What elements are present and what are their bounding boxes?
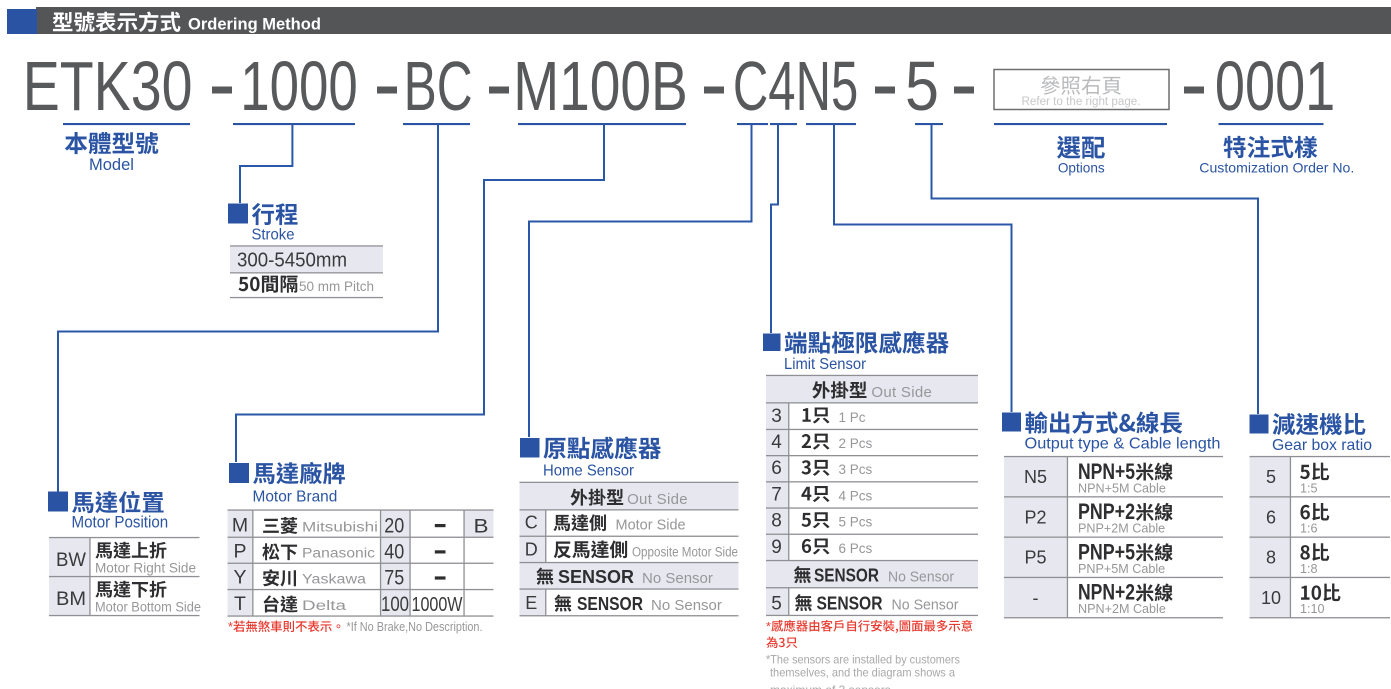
svg-text:4: 4: [771, 432, 782, 453]
svg-text:SENSOR: SENSOR: [814, 566, 879, 586]
svg-text:Y: Y: [233, 567, 246, 589]
svg-text:P2: P2: [1024, 507, 1046, 527]
svg-text:Motor Right Side: Motor Right Side: [95, 561, 196, 576]
svg-text:BM: BM: [56, 588, 86, 610]
svg-text:6: 6: [1266, 507, 1276, 527]
svg-text:100: 100: [381, 593, 409, 616]
svg-text:Output type & Cable length: Output type & Cable length: [1025, 436, 1221, 453]
svg-text:Customization Order No.: Customization Order No.: [1199, 160, 1354, 176]
svg-text:5: 5: [1266, 467, 1276, 487]
svg-text:No Sensor: No Sensor: [892, 597, 959, 614]
svg-text:PNP+2: PNP+2: [1078, 499, 1135, 524]
svg-text:20: 20: [384, 514, 404, 537]
svg-text:BC: BC: [404, 47, 473, 125]
svg-text:No Sensor: No Sensor: [642, 570, 713, 587]
svg-text:PNP+5M Cable: PNP+5M Cable: [1078, 562, 1165, 576]
svg-text:E: E: [525, 593, 537, 613]
svg-text:4 Pcs: 4 Pcs: [839, 488, 873, 503]
svg-text:Stroke: Stroke: [252, 227, 295, 244]
svg-text:Ordering Method: Ordering Method: [188, 16, 321, 34]
svg-text:1:6: 1:6: [1300, 522, 1318, 536]
svg-text:1000W: 1000W: [412, 594, 463, 616]
svg-text:5: 5: [771, 594, 782, 615]
svg-text:Model: Model: [89, 156, 134, 174]
svg-text:5: 5: [905, 47, 939, 125]
svg-text:maximum of 3 sensors: maximum of 3 sensors: [770, 683, 891, 689]
svg-text:Motor Side: Motor Side: [616, 518, 686, 534]
svg-text:Gear box ratio: Gear box ratio: [1272, 437, 1372, 454]
svg-text:75: 75: [384, 567, 404, 590]
svg-text:10: 10: [1261, 588, 1281, 608]
svg-text:Home Sensor: Home Sensor: [543, 463, 635, 480]
svg-text:1:10: 1:10: [1300, 602, 1325, 616]
svg-text:No Sensor: No Sensor: [888, 569, 954, 586]
svg-text:Out Side: Out Side: [871, 384, 932, 401]
svg-text:40: 40: [384, 541, 404, 564]
svg-text:SENSOR: SENSOR: [817, 594, 883, 614]
svg-text:Yaskawa: Yaskawa: [302, 572, 367, 587]
svg-text:P: P: [233, 541, 246, 563]
svg-text:7: 7: [771, 484, 782, 505]
svg-text:*: *: [766, 620, 771, 634]
svg-text:T: T: [234, 593, 246, 615]
svg-text:PNP+5: PNP+5: [1078, 539, 1135, 564]
svg-text:Out Side: Out Side: [627, 491, 688, 508]
svg-text:1000: 1000: [240, 48, 358, 126]
svg-text:300-5450mm: 300-5450mm: [237, 250, 347, 272]
svg-text:C4N5: C4N5: [733, 46, 858, 125]
svg-text:1 Pc: 1 Pc: [839, 410, 866, 425]
svg-text:*: *: [228, 620, 233, 634]
svg-text:Opposite Motor Side: Opposite Motor Side: [632, 545, 738, 560]
svg-text:NPN+2M Cable: NPN+2M Cable: [1078, 602, 1166, 616]
svg-text:8: 8: [1266, 548, 1276, 568]
svg-text:-: -: [1033, 588, 1039, 608]
svg-text:SENSOR: SENSOR: [558, 567, 634, 587]
svg-text:NPN+5M Cable: NPN+5M Cable: [1078, 481, 1166, 495]
svg-text:1:8: 1:8: [1300, 562, 1318, 576]
svg-text:1:5: 1:5: [1300, 481, 1318, 495]
svg-text:6 Pcs: 6 Pcs: [839, 541, 873, 556]
svg-text:3: 3: [771, 406, 782, 427]
svg-text:*The sensors are installed by: *The sensors are installed by customers: [766, 653, 960, 667]
svg-text:Delta: Delta: [302, 598, 347, 613]
svg-text:BW: BW: [56, 549, 87, 571]
svg-text:3 Pcs: 3 Pcs: [839, 462, 873, 477]
svg-text:N5: N5: [1024, 467, 1047, 487]
svg-text:Motor Position: Motor Position: [72, 514, 169, 532]
svg-text:No Sensor: No Sensor: [651, 597, 722, 614]
svg-text:0001: 0001: [1215, 47, 1335, 125]
svg-text:C: C: [525, 513, 538, 533]
svg-text:M: M: [232, 514, 248, 536]
svg-text:P5: P5: [1024, 548, 1046, 568]
svg-text:Options: Options: [1058, 161, 1105, 176]
svg-text:5 Pcs: 5 Pcs: [839, 515, 873, 530]
svg-text:Limit Sensor: Limit Sensor: [784, 356, 867, 373]
svg-text:Motor Bottom Side: Motor Bottom Side: [95, 600, 201, 615]
svg-text:SENSOR: SENSOR: [577, 594, 643, 614]
svg-text:NPN+5: NPN+5: [1078, 459, 1135, 484]
svg-text:PNP+2M Cable: PNP+2M Cable: [1078, 522, 1165, 536]
svg-text:9: 9: [771, 537, 782, 558]
svg-text:M100B: M100B: [513, 48, 688, 126]
svg-text:8: 8: [771, 511, 782, 532]
svg-text:2 Pcs: 2 Pcs: [839, 436, 873, 451]
svg-text:50 mm Pitch: 50 mm Pitch: [299, 278, 374, 294]
svg-text:NPN+2: NPN+2: [1078, 580, 1135, 605]
svg-text:*If No Brake,No Description.: *If No Brake,No Description.: [347, 620, 483, 634]
svg-text:B: B: [474, 515, 489, 537]
svg-text:ETK30: ETK30: [23, 48, 193, 126]
svg-text:Panasonic: Panasonic: [302, 546, 375, 561]
svg-text:themselves, and the diagram sh: themselves, and the diagram shows a: [770, 666, 955, 680]
svg-text:Mitsubishi: Mitsubishi: [302, 519, 378, 534]
svg-text:Refer to the right page.: Refer to the right page.: [1022, 96, 1141, 108]
svg-text:6: 6: [771, 458, 782, 479]
svg-text:Motor Brand: Motor Brand: [253, 488, 338, 505]
svg-text:D: D: [525, 540, 538, 560]
